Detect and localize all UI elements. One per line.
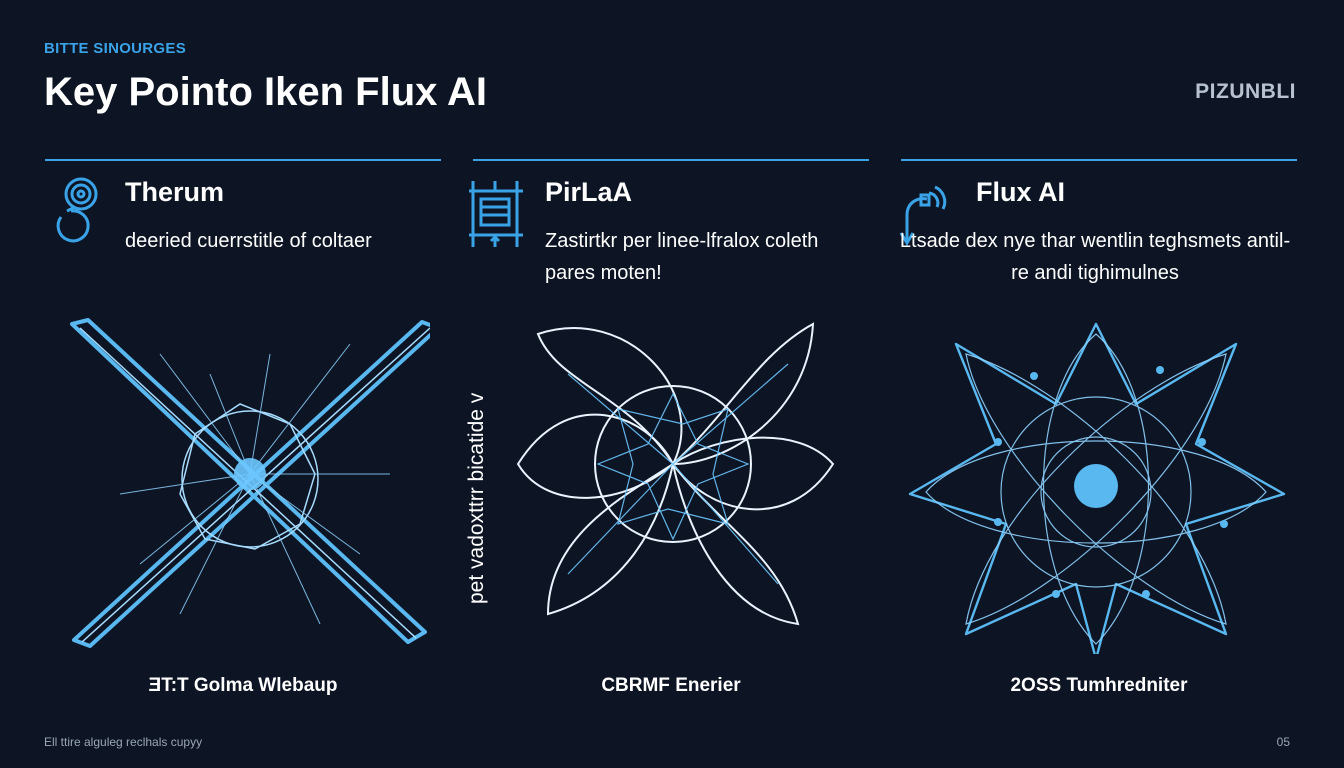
column-description: deeried cuerrstitle of coltaer bbox=[125, 230, 372, 252]
column-therum: Therum deeried cuerrstitle of coltaer bbox=[45, 159, 441, 719]
column-pirlaa: PirLaA Zastirtkr per linee-lfralox colet… bbox=[465, 159, 869, 719]
footer-text: Ell ttire alguleg reclhals cupyy bbox=[44, 735, 203, 749]
star-flower-illustration bbox=[906, 314, 1286, 661]
crossed-lines-illustration bbox=[60, 314, 440, 659]
brand-logo: PIZUNBLI bbox=[1195, 80, 1296, 103]
column-description: Ltsade dex nye thar wentlin teghsmets an… bbox=[899, 230, 1291, 284]
slide-title: Key Pointo Iken Flux AI bbox=[44, 70, 488, 114]
column-caption: ƎT:T Golma Wlebaup bbox=[148, 675, 338, 696]
column-title: Therum bbox=[125, 177, 225, 207]
column-caption: 2OSS Tumhredniter bbox=[1010, 675, 1188, 696]
column-title: PirLaA bbox=[545, 177, 633, 207]
column-caption: CBRMF Enerier bbox=[601, 675, 741, 696]
column-title: Flux AI bbox=[976, 177, 1066, 207]
column-divider bbox=[901, 159, 1297, 161]
column-description: Zastirtkr per linee-lfralox coleth pares… bbox=[545, 230, 819, 284]
ladder-frame-icon bbox=[467, 177, 525, 249]
column-flux-ai: Flux AI Ltsade dex nye thar wentlin tegh… bbox=[899, 159, 1297, 719]
concentric-circles-icon bbox=[41, 177, 107, 249]
column-divider bbox=[473, 159, 869, 161]
curved-arrow-icon bbox=[891, 177, 951, 249]
page-number: 05 bbox=[1276, 735, 1290, 749]
column-divider bbox=[45, 159, 441, 161]
petal-circles-illustration bbox=[508, 314, 838, 659]
eyebrow-label: BITTE SINOURGES bbox=[44, 40, 187, 57]
vertical-axis-label: pet vadoxttrr bicatide v bbox=[465, 392, 488, 604]
